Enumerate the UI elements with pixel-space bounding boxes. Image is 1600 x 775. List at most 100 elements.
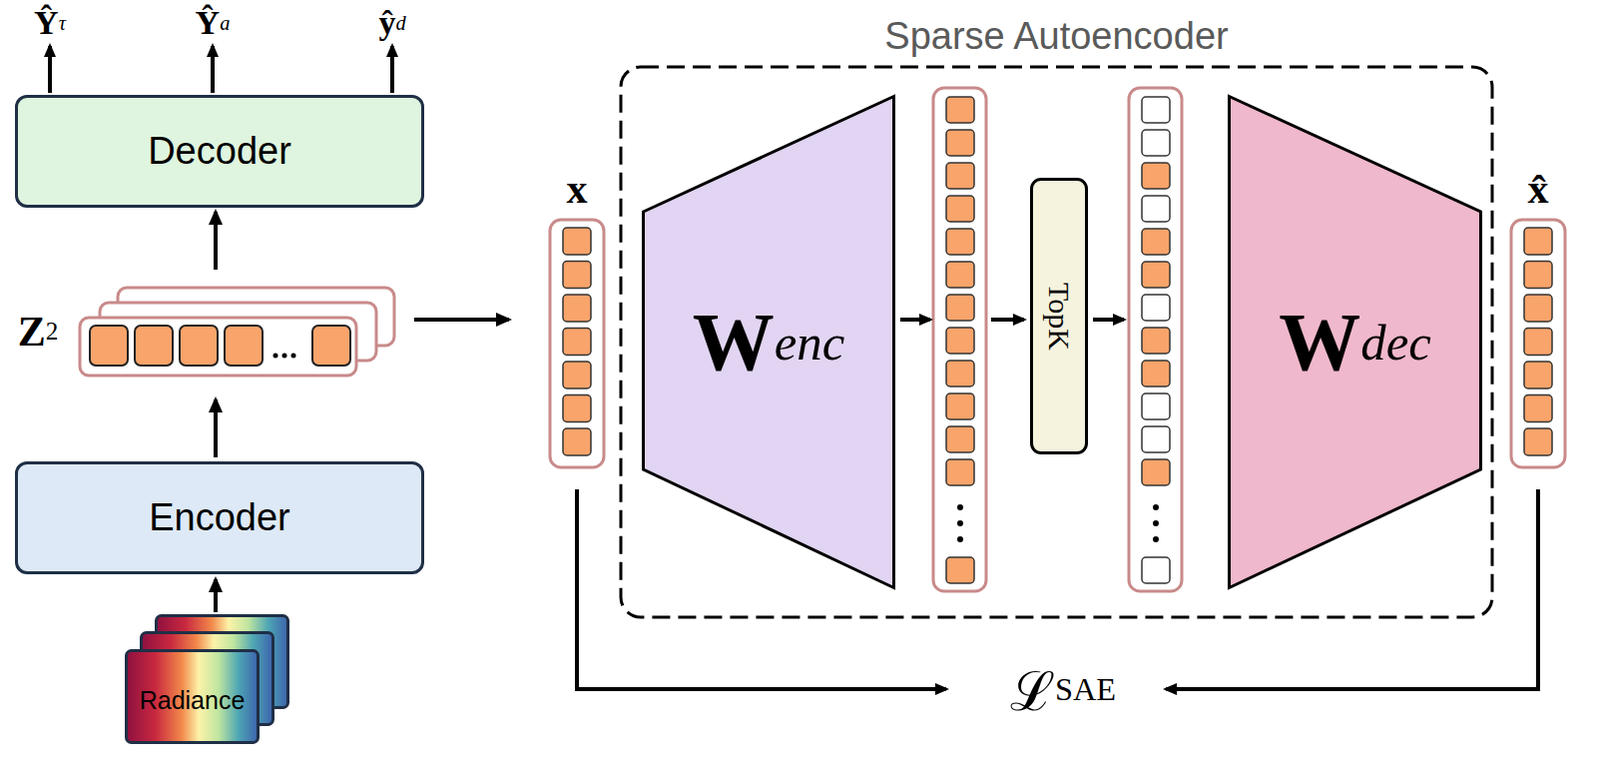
math-symbol: Ŷ [33,3,59,42]
ellipsis-dot [273,353,279,359]
math-subscript: 2 [45,317,59,346]
vector-cell [1524,428,1553,456]
radiance-images [124,613,290,744]
vector-cell [946,426,975,453]
vector-outline [549,219,604,468]
math-subscript: a [219,11,230,35]
vector-cell [1524,361,1553,389]
vector-cell [946,162,975,189]
flow-connector [414,317,510,322]
flow-connector [213,578,218,612]
vector-outline [1511,219,1566,468]
vector-cell [224,325,263,366]
flow-arrow [1092,317,1124,322]
math-subscript: SAE [1055,670,1116,708]
vector-stack [79,285,400,378]
box-label: Decoder [17,97,422,205]
math-symbol: Z [17,307,46,356]
math-symbol: W [1278,295,1361,390]
output-label: ŷd [352,0,433,46]
vector-cell [562,227,591,255]
math-subscript: dec [1360,313,1432,372]
latent-vector [1128,87,1182,591]
math-subscript: d [395,11,406,35]
flow-connector [213,399,218,458]
vector-cell [1141,228,1170,255]
node-vec: x̂ [1506,164,1571,470]
latent-vector [933,87,987,591]
vector-cell [1141,294,1170,321]
node-trapL: Wenc [641,94,896,589]
vector-cell [562,428,591,456]
vector-cell [946,195,975,222]
vector-cell [1141,195,1170,222]
ellipsis-dot [957,535,964,542]
vector-cell [946,261,975,288]
image-label: Radiance [124,653,260,746]
weight-label: Wdec [1227,94,1483,589]
output-arrow [390,45,395,93]
vector-cell [1141,96,1170,123]
vector-cell [89,325,128,366]
vector-cell [1524,261,1553,289]
group-title: Sparse Autoencoder [618,12,1495,59]
node-stack: Z2 [79,285,400,378]
operator-label: TopK [1033,180,1085,452]
latent-label: Z2 [1,303,74,360]
vector-cell [946,459,975,486]
vector-cell [1524,395,1553,423]
vector-cell [1141,261,1170,288]
vector-cell [1524,328,1553,356]
node-vec: x [543,164,610,470]
trapezoid-outline [643,96,895,588]
math-symbol: ŷ [378,3,396,42]
vector-cell [946,129,975,156]
ellipsis-dot [957,520,964,527]
vector-cell [946,294,975,321]
loss-label: ℒSAE [948,650,1178,727]
trapezoid-outline [1229,96,1482,588]
output-arrow [47,45,52,93]
feature-sheet [79,317,357,376]
ellipsis-dot [1152,535,1159,542]
vector-cell [179,325,218,366]
vector-cell [946,96,975,123]
output-label: Ŷa [172,0,253,46]
vector-cell [562,395,591,423]
vector-cell [1141,393,1170,420]
ellipsis-dot [957,504,964,511]
vector-cell [562,261,591,289]
node-dashed: Sparse AutoencoderWencTopKWdec [618,64,1495,619]
node-topk: TopK [1030,177,1088,455]
ellipsis-dot [1152,504,1159,511]
vector-cell [1141,426,1170,453]
box-label: Encoder [17,464,422,571]
ellipsis-dot [291,353,297,359]
dashed-border [620,66,1493,617]
math-symbol: Ŷ [195,3,221,42]
output-label: Ŷτ [9,0,90,46]
math-symbol: ℒ [1010,651,1056,726]
vector-cell [946,327,975,354]
vector-cell [1524,227,1553,255]
node-images: Radiance [124,613,290,744]
vector-cell [1141,162,1170,189]
vector-label: x [543,164,610,213]
ellipsis-dot [1152,520,1159,527]
vector-cell [1141,327,1170,354]
flow-arrow [991,317,1025,322]
flow-connector [213,211,218,270]
vector-cell [946,393,975,420]
node-trapR: Wdec [1227,94,1483,589]
vector-label: x̂ [1506,164,1571,213]
math-symbol: W [692,295,775,390]
vector-cell [312,325,351,366]
ellipsis-dot [282,353,288,359]
vector-cell [562,294,591,322]
math-subscript: τ [58,11,66,35]
vector-cell [562,361,591,389]
output-arrow [210,45,215,93]
vector-cell [1141,556,1170,583]
